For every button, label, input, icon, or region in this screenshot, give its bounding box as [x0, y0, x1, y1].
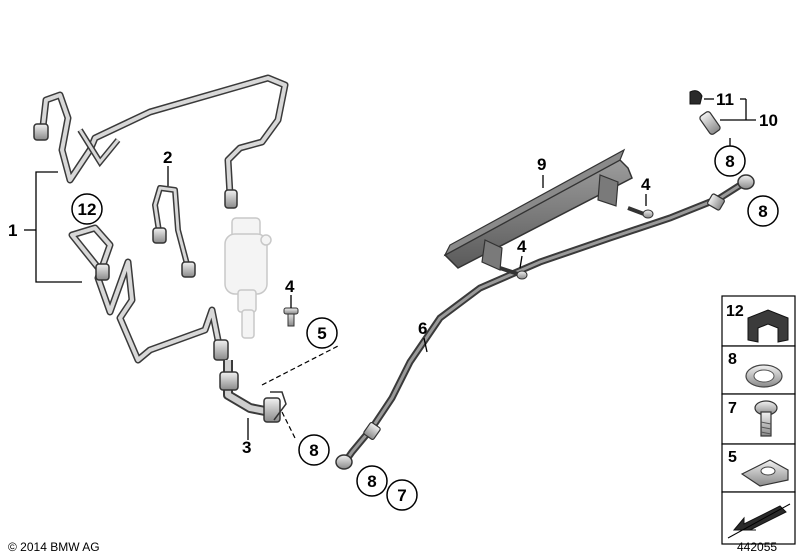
washer-icon — [740, 459, 789, 487]
screw-icon — [499, 266, 528, 280]
clip-icon — [747, 309, 789, 343]
callout-8-circle: 8 — [298, 434, 330, 466]
legend-item-7: 7 — [721, 393, 796, 445]
pipe-fitting-icon — [224, 189, 238, 209]
callout-5-circle: 5 — [306, 317, 338, 349]
bleeder-valve-icon — [689, 90, 721, 135]
callout-8: 8 — [367, 472, 376, 491]
callout-4: 4 — [517, 237, 527, 256]
brake-pipe-large — [33, 74, 289, 364]
callout-4: 4 — [641, 175, 651, 194]
assembly-line — [281, 411, 297, 441]
legend-number: 5 — [728, 449, 737, 466]
callout-1: 1 — [8, 221, 17, 240]
callout-10-11-bracket — [704, 98, 756, 121]
diagram-number: 442055 — [737, 540, 778, 554]
legend-number: 7 — [728, 400, 737, 417]
copyright-text: © 2014 BMW AG — [8, 540, 100, 554]
clutch-hose — [335, 174, 755, 470]
callout-7: 7 — [397, 486, 406, 505]
legend-item-arrow — [721, 491, 796, 545]
parts-legend: 12 8 7 — [721, 295, 796, 545]
legend-number: 12 — [726, 303, 744, 320]
legend-item-5: 5 — [721, 443, 796, 493]
leader-line — [423, 337, 428, 353]
legend-item-12: 12 — [721, 295, 796, 347]
callout-3: 3 — [242, 438, 251, 457]
assembly-line — [261, 344, 341, 386]
callout-8-circle: 8 — [714, 145, 746, 177]
legend-item-8: 8 — [721, 345, 796, 395]
sealing-ring-icon — [745, 364, 783, 388]
banjo-bolt-icon — [754, 400, 778, 437]
callout-11: 11 — [716, 90, 734, 109]
holder-rail — [443, 148, 633, 271]
callout-8: 8 — [309, 441, 318, 460]
callout-12: 12 — [78, 200, 97, 219]
callout-1-bracket — [24, 171, 82, 283]
callout-10: 10 — [759, 111, 778, 130]
pipe-fitting-icon — [213, 339, 229, 361]
callout-2: 2 — [163, 148, 172, 167]
direction-arrow-icon — [727, 503, 791, 539]
callout-8-circle: 8 — [356, 465, 388, 497]
callout-12-circle: 12 — [71, 193, 103, 225]
screw-icon — [283, 307, 299, 327]
callout-8: 8 — [725, 152, 734, 171]
callout-8: 8 — [758, 202, 767, 221]
brake-pipe-small — [152, 185, 196, 278]
callout-6: 6 — [418, 319, 427, 338]
pipe-fitting-icon — [95, 263, 110, 281]
master-cylinder — [224, 217, 272, 339]
screw-icon — [627, 206, 654, 219]
callout-4: 4 — [285, 277, 295, 296]
legend-number: 8 — [728, 351, 737, 368]
callout-7-circle: 7 — [386, 479, 418, 511]
callout-9: 9 — [537, 155, 546, 174]
leader-line — [519, 255, 523, 269]
callout-8-circle: 8 — [747, 195, 779, 227]
clutch-line-fitting — [219, 360, 287, 423]
pipe-fitting-icon — [33, 123, 49, 141]
callout-5: 5 — [317, 324, 326, 343]
